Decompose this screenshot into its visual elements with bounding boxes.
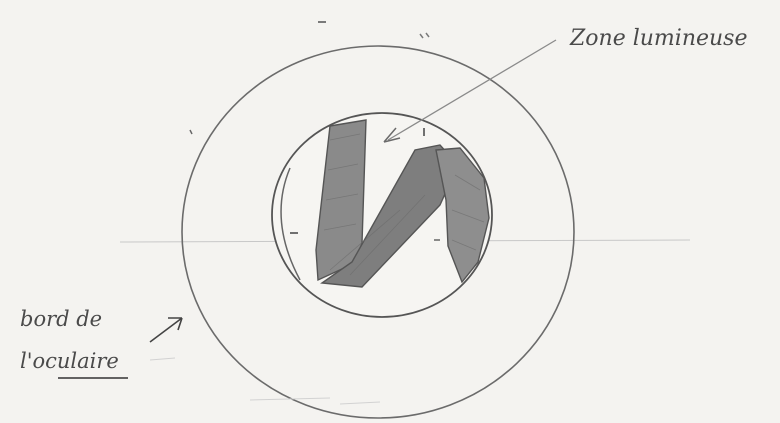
zone-arrow-line xyxy=(388,40,556,140)
edge-label-line2: l'oculaire xyxy=(20,349,119,373)
tick-mark xyxy=(190,130,192,134)
stray-mark xyxy=(420,34,423,38)
ghost-marks xyxy=(150,358,380,404)
edge-label-line1: bord de xyxy=(20,307,102,331)
zone-label: Zone lumineuse xyxy=(569,26,747,51)
stray-mark xyxy=(426,33,429,37)
edge-arrow xyxy=(150,318,182,342)
